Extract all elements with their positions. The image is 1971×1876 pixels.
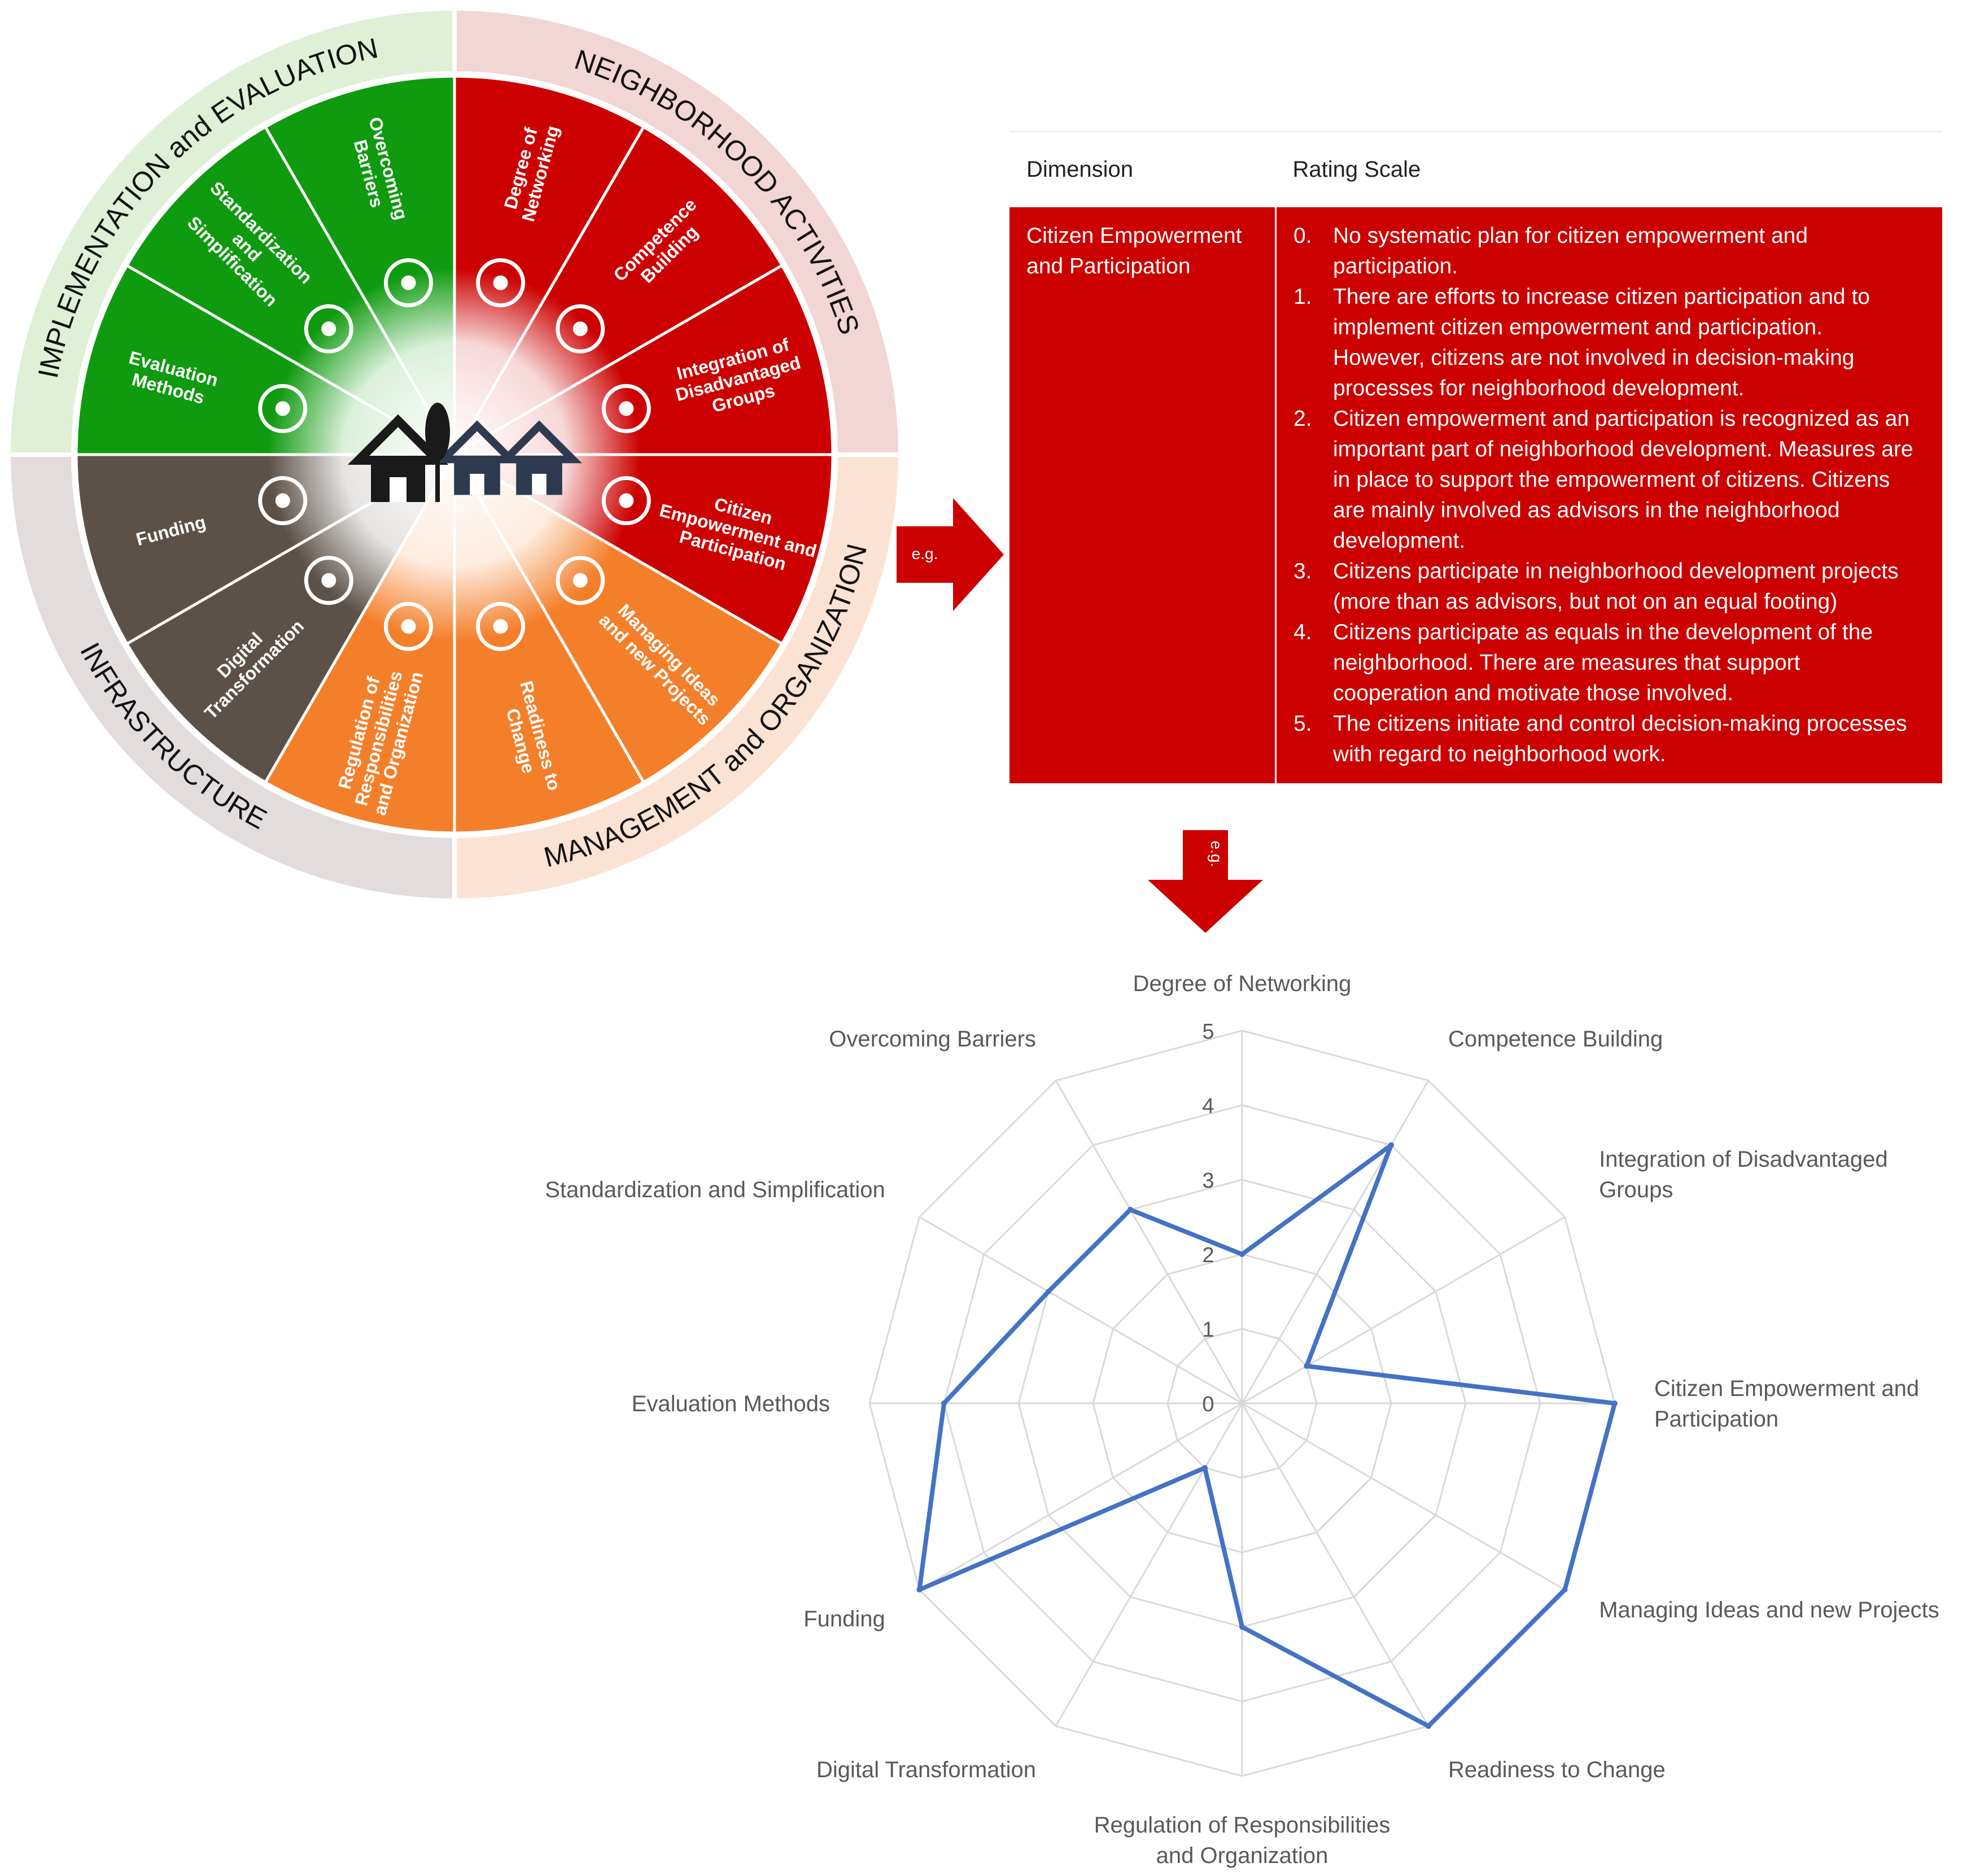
level-text: Citizen empowerment and participation is… xyxy=(1333,407,1913,553)
radar-point xyxy=(1239,1624,1245,1630)
radar-point xyxy=(1304,1363,1310,1369)
rating-level-item: 1. There are efforts to increase citizen … xyxy=(1293,282,1920,404)
barrier-icon xyxy=(383,258,433,308)
rating-level-item: 0. No systematic plan for citizen empower… xyxy=(1293,221,1920,282)
clipboard-icon xyxy=(304,304,353,354)
dimension-column-header: Dimension xyxy=(1009,131,1276,207)
radar-spoke xyxy=(1242,1216,1566,1404)
radar-spoke xyxy=(919,1216,1243,1404)
radar-grid-ring xyxy=(1092,1253,1392,1554)
radar-tick-label: 1 xyxy=(1202,1318,1214,1342)
radar-grid-ring xyxy=(943,1104,1541,1703)
lightbulb-gear-icon xyxy=(556,556,605,605)
no-entry-icon xyxy=(383,601,433,651)
radar-tick-label: 3 xyxy=(1202,1169,1214,1193)
radar-category-label: Overcoming Barriers xyxy=(829,1027,1036,1052)
radar-point xyxy=(1202,1465,1208,1471)
radar-grid-ring xyxy=(868,1029,1616,1777)
radar-tick-label: 5 xyxy=(1202,1020,1214,1044)
radar-point xyxy=(1388,1142,1394,1148)
radar-series-line xyxy=(917,1142,1617,1729)
radar-point xyxy=(1612,1401,1618,1406)
table-row: Citizen Empowerment and Participation 0.… xyxy=(1009,207,1942,783)
rating-level-item: 5. The citizens initiate and control deci… xyxy=(1293,709,1920,770)
rating-levels-list: 0. No systematic plan for citizen empower… xyxy=(1293,221,1920,770)
rating-scale-table: Dimension Rating Scale Citizen Empowerme… xyxy=(1009,131,1942,783)
radar-spoke xyxy=(1055,1403,1243,1727)
gears-chart-icon xyxy=(258,383,308,433)
radar-spoke xyxy=(1055,1080,1243,1404)
down-arrow: e.g. xyxy=(1148,830,1263,933)
radar-spoke xyxy=(1241,1403,1430,1727)
level-number: 5. xyxy=(1293,712,1312,736)
radar-tick-label: 0 xyxy=(1202,1393,1214,1416)
radar-category-label: Standardization and Simplification xyxy=(545,1177,885,1202)
radar-category-label: Funding xyxy=(803,1607,885,1631)
money-hand-icon xyxy=(258,476,308,526)
houses-icon xyxy=(347,403,582,502)
rating-level-item: 3. Citizens participate in neighborhood d… xyxy=(1293,556,1920,617)
level-text: Citizens participate as equals in the de… xyxy=(1333,620,1873,705)
radar-category-label: Competence Building xyxy=(1448,1027,1663,1052)
level-number: 3. xyxy=(1293,559,1312,583)
radar-point xyxy=(1127,1207,1133,1213)
rating-scale-column-header: Rating Scale xyxy=(1275,131,1942,207)
wheelchair-icon xyxy=(601,383,651,433)
brain-gears-icon xyxy=(556,304,605,354)
radar-spoke xyxy=(1242,1402,1566,1591)
radar-point xyxy=(1562,1587,1568,1593)
radar-category-label: Digital Transformation xyxy=(816,1757,1036,1782)
level-number: 1. xyxy=(1293,285,1312,309)
laptop-share-icon xyxy=(304,556,353,605)
radar-spoke xyxy=(919,1402,1243,1591)
radar-category-label: Managing Ideas and new Projects xyxy=(1599,1598,1939,1622)
radar-grid-ring xyxy=(1166,1328,1318,1479)
radar-point xyxy=(916,1587,923,1593)
level-number: 2. xyxy=(1293,407,1312,431)
down-arrow-label: e.g. xyxy=(1208,841,1225,867)
radar-point xyxy=(1046,1289,1052,1294)
radar-category-label: Degree of Networking xyxy=(1133,971,1352,996)
radar-point xyxy=(1426,1723,1431,1729)
level-number: 0. xyxy=(1293,224,1312,248)
level-text: There are efforts to increase citizen pa… xyxy=(1333,285,1870,400)
radar-tick-label: 2 xyxy=(1202,1244,1214,1267)
radar-category-label: Evaluation Methods xyxy=(632,1391,830,1416)
table-header-row: Dimension Rating Scale xyxy=(1009,131,1942,207)
radar-point xyxy=(1239,1251,1245,1257)
network-icon xyxy=(476,258,526,308)
radar-point xyxy=(941,1401,947,1406)
category-ring-implementation xyxy=(6,6,457,457)
rating-scale-cell: 0. No systematic plan for citizen empower… xyxy=(1275,207,1942,783)
radar-spoke xyxy=(1241,1080,1430,1404)
right-arrow-label: e.g. xyxy=(912,545,938,562)
dimension-cell: Citizen Empowerment and Participation xyxy=(1009,207,1277,783)
radar-grid-ring xyxy=(1017,1179,1467,1628)
fork-arrow-icon xyxy=(476,601,526,651)
radar-tick-label: 4 xyxy=(1202,1094,1214,1118)
raised-fists-icon xyxy=(601,476,651,526)
level-number: 4. xyxy=(1293,620,1312,644)
center-glow xyxy=(268,268,641,641)
level-text: No systematic plan for citizen empowerme… xyxy=(1333,224,1808,278)
level-text: Citizens participate in neighborhood dev… xyxy=(1333,559,1899,614)
rating-level-item: 2. Citizen empowerment and participation … xyxy=(1293,404,1920,556)
rating-level-item: 4. Citizens participate as equals in the … xyxy=(1293,617,1920,709)
level-text: The citizens initiate and control decisi… xyxy=(1333,712,1907,766)
radar-category-label: Readiness to Change xyxy=(1448,1757,1666,1782)
